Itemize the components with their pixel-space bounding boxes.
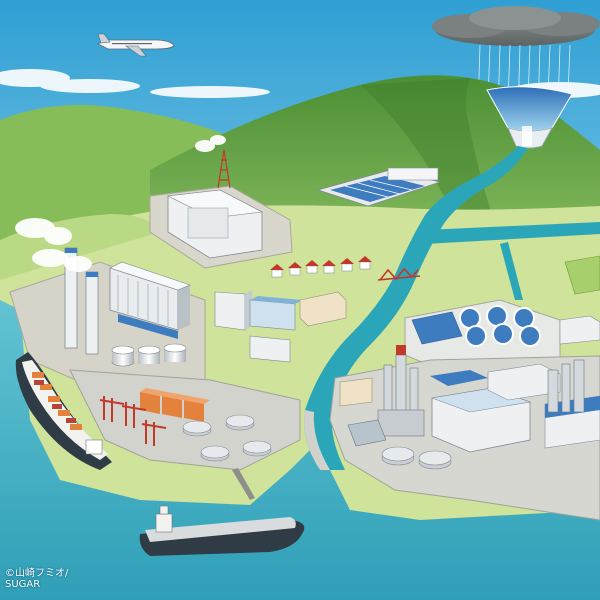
warehouses bbox=[140, 388, 210, 422]
harbor-pier bbox=[69, 369, 301, 471]
factory-buildings-right bbox=[339, 315, 600, 453]
rain-cloud bbox=[432, 6, 600, 46]
cargo-ship bbox=[139, 505, 305, 556]
greenhouse-sheds bbox=[347, 419, 387, 447]
river-bank bbox=[304, 410, 330, 470]
container-ship bbox=[15, 352, 112, 470]
refinery-towers bbox=[377, 345, 425, 437]
red-bridge bbox=[377, 267, 421, 281]
red-transmission-tower bbox=[217, 149, 231, 189]
white-clouds bbox=[0, 69, 600, 98]
canal-branch bbox=[500, 242, 523, 300]
water-treatment-upper bbox=[316, 167, 442, 207]
water-treatment-lower bbox=[411, 305, 541, 347]
canal bbox=[425, 222, 600, 244]
refinery-columns-right bbox=[547, 359, 585, 413]
middle-buildings bbox=[214, 290, 347, 363]
sea bbox=[0, 300, 600, 600]
power-plant-tanks bbox=[111, 343, 187, 367]
oil-tanks-right bbox=[381, 446, 452, 470]
river bbox=[304, 146, 528, 470]
houses bbox=[270, 256, 372, 278]
central-building bbox=[166, 189, 263, 259]
airplane bbox=[97, 33, 175, 57]
copyright-credit: ©山崎フミオ/ SUGAR bbox=[5, 568, 68, 590]
oil-tanks-left bbox=[182, 414, 272, 462]
credit-line-1: ©山崎フミオ/ bbox=[5, 568, 69, 579]
power-plant bbox=[109, 261, 191, 340]
credit-line-2: SUGAR bbox=[5, 579, 41, 590]
power-plant-chimneys bbox=[64, 247, 99, 355]
harbor-cranes bbox=[99, 396, 167, 446]
dam bbox=[486, 86, 573, 149]
rice-field bbox=[564, 255, 600, 295]
tower-smoke bbox=[195, 135, 226, 152]
jetty bbox=[232, 468, 255, 500]
smoke bbox=[15, 218, 92, 272]
